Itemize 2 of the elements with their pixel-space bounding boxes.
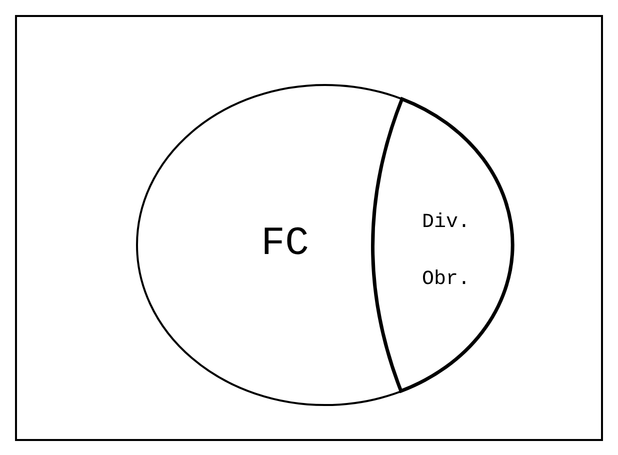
- region-label: FC: [260, 221, 310, 269]
- region-label: Div. Obr.: [420, 210, 471, 293]
